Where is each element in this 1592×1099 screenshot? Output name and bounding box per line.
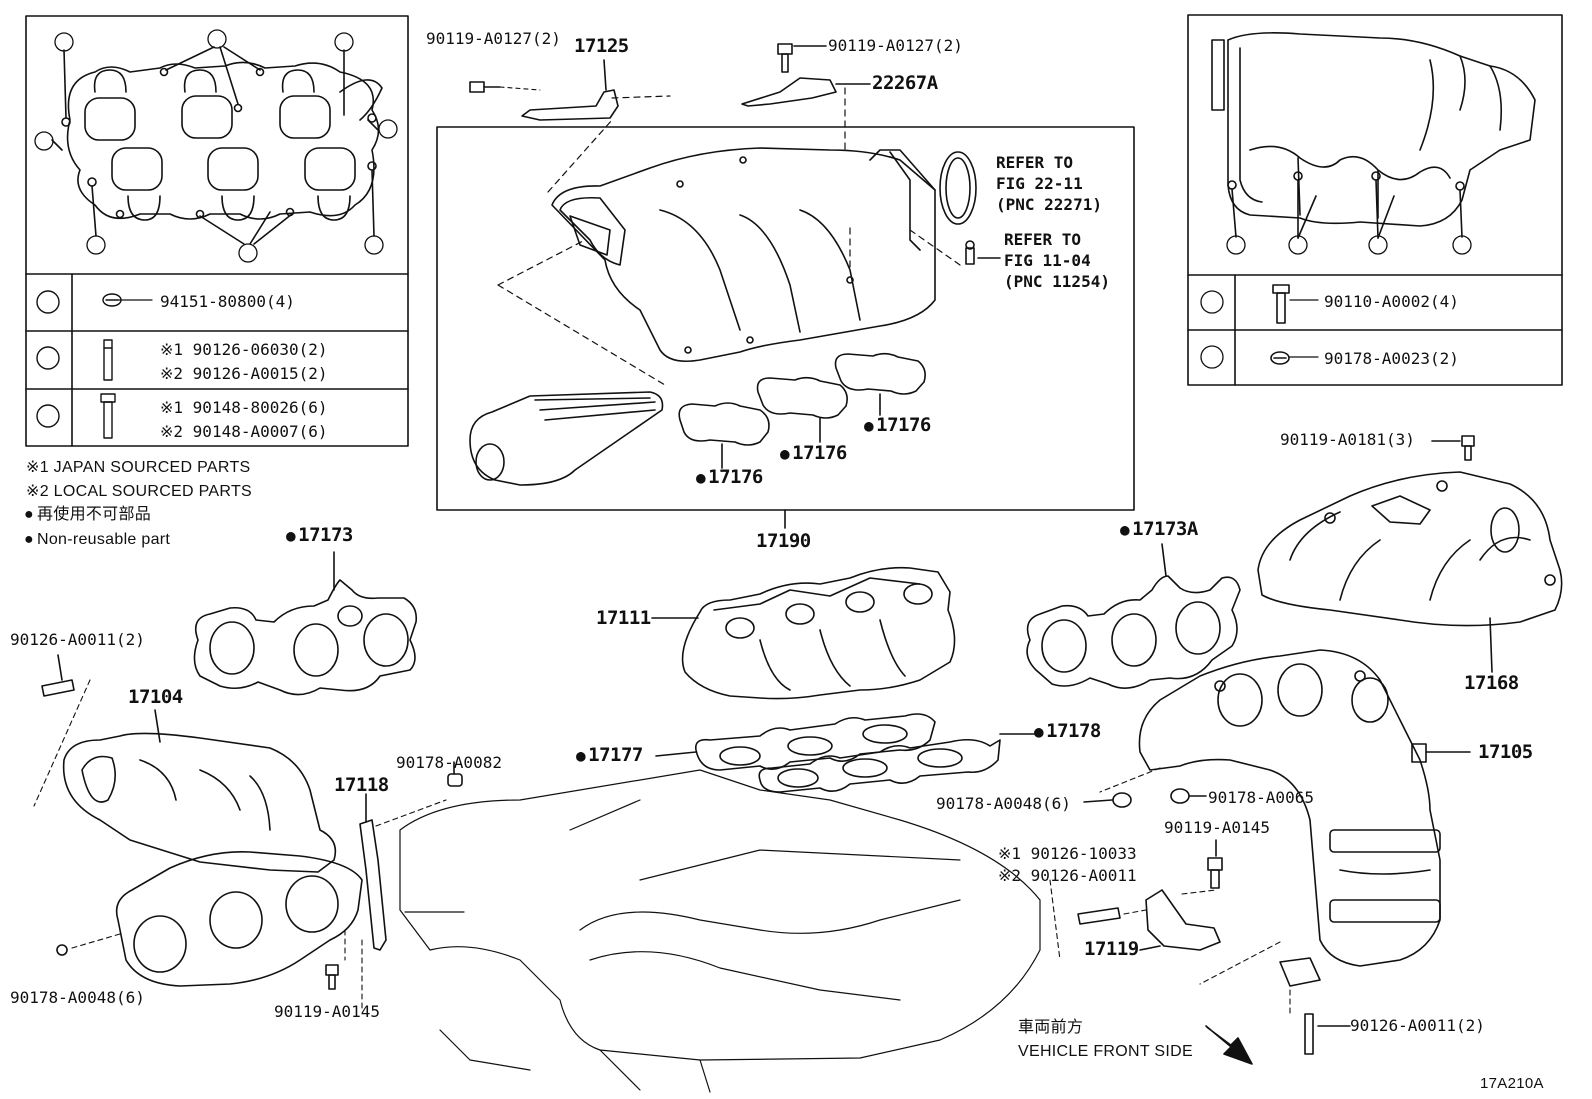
manifold-inset-right	[1187, 14, 1563, 386]
callout-90119-a0127-left: 90119-A0127(2)	[426, 29, 561, 48]
callout-90126-10033: ※1 90126-10033	[998, 844, 1137, 863]
callout-17176-c: 17176	[696, 468, 763, 487]
callout-17178: 17178	[1034, 722, 1101, 741]
legend-left-row1-line1: 94151-80800(4)	[160, 292, 295, 311]
refer-fig-22-11-line1: REFER TO	[996, 153, 1074, 172]
vehicle-front-side-en: VEHICLE FRONT SIDE	[1018, 1043, 1193, 1060]
refer-fig-22-11-line3: (PNC 22271)	[996, 195, 1102, 214]
callout-17173: 17173	[286, 526, 353, 545]
refer-fig-11-04-line2: FIG 11-04	[1004, 251, 1091, 270]
callout-17105: 17105	[1478, 741, 1533, 763]
gasket-inset-left	[25, 15, 409, 447]
callout-90178-a0048-left: 90178-A0048(6)	[10, 988, 145, 1007]
intake-manifold-group	[399, 566, 1041, 1093]
legend-left-row3-line2: ※2 90148-A0007(6)	[160, 422, 328, 441]
intake-plenum-group	[436, 87, 1135, 529]
callout-90178-a0048-mid: 90178-A0048(6)	[936, 794, 1071, 813]
callout-22267a: 22267A	[872, 72, 938, 94]
legend-left-row3-line1: ※1 90148-80026(6)	[160, 398, 328, 417]
callout-17119: 17119	[1084, 938, 1139, 960]
refer-fig-22-11-line2: FIG 22-11	[996, 174, 1083, 193]
callout-90119-a0145-left: 90119-A0145	[274, 1002, 380, 1021]
note-local-sourced: ※2 LOCAL SOURCED PARTS	[26, 483, 252, 500]
top-brackets	[469, 43, 1001, 265]
note-japan-sourced: ※1 JAPAN SOURCED PARTS	[26, 459, 251, 476]
callout-17125: 17125	[574, 35, 629, 57]
callout-17176-a: 17176	[864, 416, 931, 435]
refer-fig-11-04-line1: REFER TO	[1004, 230, 1082, 249]
callout-17177: 17177	[576, 746, 643, 765]
callout-90119-a0127-right: 90119-A0127(2)	[828, 36, 963, 55]
callout-17176-b: 17176	[780, 444, 847, 463]
callout-90178-a0065: 90178-A0065	[1208, 788, 1314, 807]
callout-17111: 17111	[596, 607, 651, 629]
left-exhaust-group	[33, 551, 463, 1011]
legend-right-row2-line1: 90178-A0023(2)	[1324, 349, 1459, 368]
legend-left-row2-line2: ※2 90126-A0015(2)	[160, 364, 328, 383]
legend-right-row1-line1: 90110-A0002(4)	[1324, 292, 1459, 311]
callout-90126-a0011-mid: ※2 90126-A0011	[998, 866, 1137, 885]
right-exhaust-group	[1026, 435, 1563, 1065]
note-non-reusable-jp: 再使用不可部品	[24, 507, 151, 523]
callout-90119-a0181: 90119-A0181(3)	[1280, 430, 1415, 449]
callout-17104: 17104	[128, 686, 183, 708]
figure-code: 17A210A	[1480, 1075, 1544, 1092]
callout-17168: 17168	[1464, 672, 1519, 694]
callout-90126-a0011-left: 90126-A0011(2)	[10, 630, 145, 649]
note-non-reusable-en: Non-reusable part	[24, 532, 170, 548]
legend-left-row2-line1: ※1 90126-06030(2)	[160, 340, 328, 359]
callout-17190: 17190	[756, 530, 811, 552]
callout-90178-a0082: 90178-A0082	[396, 753, 502, 772]
vehicle-front-side-jp: 車両前方	[1018, 1019, 1084, 1036]
callout-17173a: 17173A	[1120, 520, 1198, 539]
refer-fig-11-04-line3: (PNC 11254)	[1004, 272, 1110, 291]
callout-90119-a0145-right: 90119-A0145	[1164, 818, 1270, 837]
callout-17118: 17118	[334, 774, 389, 796]
callout-90126-a0011-right: 90126-A0011(2)	[1350, 1016, 1485, 1035]
